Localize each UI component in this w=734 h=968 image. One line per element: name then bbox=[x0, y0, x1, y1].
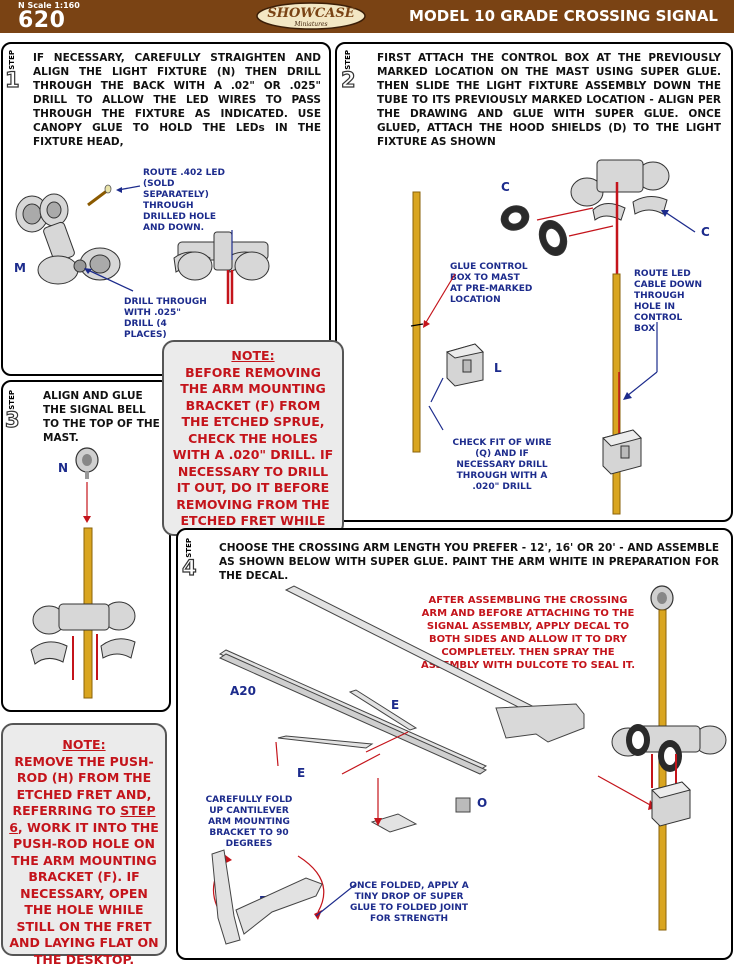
step2-illustration bbox=[335, 42, 734, 522]
step4-illustration bbox=[176, 528, 729, 956]
step3-illustration bbox=[1, 380, 167, 710]
note-push-rod: NOTE: REMOVE THE PUSH-ROD (H) FROM THE E… bbox=[1, 723, 167, 956]
step1-fixture-right bbox=[170, 228, 280, 308]
page-title: MODEL 10 GRADE CROSSING SIGNAL bbox=[409, 7, 718, 25]
note2-title: NOTE: bbox=[3, 737, 165, 754]
note1-title: NOTE: bbox=[164, 348, 342, 365]
note-arm-bracket: NOTE: BEFORE REMOVING THE ARM MOUNTING B… bbox=[162, 340, 344, 536]
note2-text-b: , WORK IT INTO THE PUSH-ROD HOLE ON THE … bbox=[9, 820, 158, 967]
step1-fixture-left bbox=[8, 188, 148, 308]
note2-body: REMOVE THE PUSH-ROD (H) FROM THE ETCHED … bbox=[3, 754, 165, 968]
